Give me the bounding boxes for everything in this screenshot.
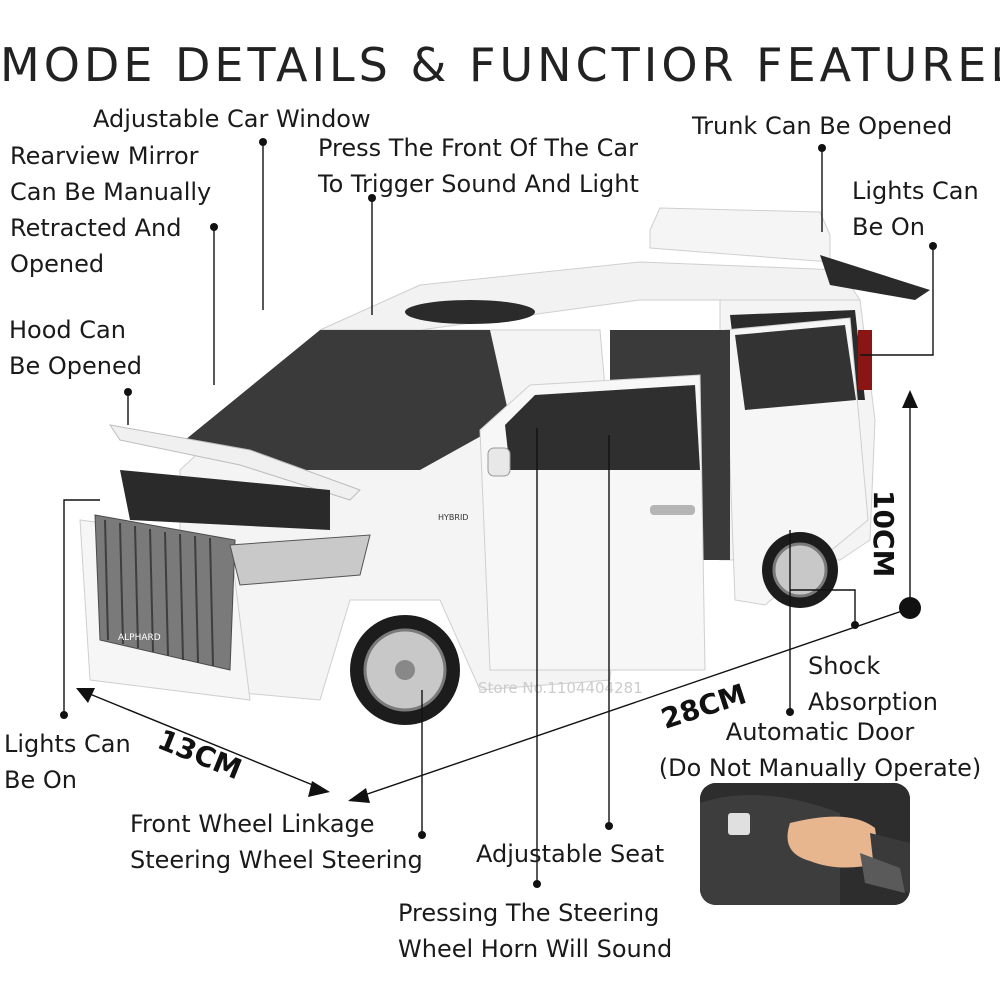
label-mirror-line: Opened <box>10 250 105 278</box>
line-shock <box>790 589 856 625</box>
label-horn-line: Wheel Horn Will Sound <box>398 935 673 963</box>
grille-badge: ALPHARD <box>118 633 161 643</box>
label-horn: Pressing The Steering Wheel Horn Will So… <box>398 895 672 967</box>
callout-dots <box>60 138 937 888</box>
door-handle <box>650 505 695 515</box>
dim-line-length <box>349 609 906 801</box>
label-shock-line: Absorption <box>808 688 938 716</box>
windshield <box>185 330 510 470</box>
front-door-window <box>505 385 700 470</box>
hand-icon <box>787 816 880 868</box>
label-window-text: Adjustable Car Window <box>93 105 371 133</box>
label-trunk-text: Trunk Can Be Opened <box>692 112 953 140</box>
tail-light <box>858 330 872 390</box>
sliding-door-window <box>735 325 856 410</box>
label-front-lights-line: Lights Can <box>4 730 131 758</box>
label-rear-lights-line: Be On <box>852 213 925 241</box>
label-rear-lights-line: Lights Can <box>852 177 979 205</box>
callout-lines <box>63 142 934 884</box>
label-mirror-line: Retracted And <box>10 214 182 242</box>
line-rear-lights <box>860 246 934 356</box>
label-rear-lights: Lights Can Be On <box>852 173 979 245</box>
label-front-wheel: Front Wheel Linkage Steering Wheel Steer… <box>130 806 423 878</box>
label-shock-line: Shock <box>808 652 881 680</box>
label-front-press: Press The Front Of The Car To Trigger So… <box>318 130 639 202</box>
label-hood-line: Hood Can <box>9 316 126 344</box>
rear-wheel-rim <box>772 542 828 598</box>
dim-line-width <box>79 689 326 791</box>
label-front-lights-line: Be On <box>4 766 77 794</box>
label-front-wheel-line: Front Wheel Linkage <box>130 810 375 838</box>
label-trunk: Trunk Can Be Opened <box>692 108 952 144</box>
label-window: Adjustable Car Window <box>93 101 371 137</box>
engine-bay <box>120 470 330 530</box>
inset-illustration <box>700 783 910 905</box>
label-shock: Shock Absorption <box>808 648 938 720</box>
dimension-height: 10CM <box>867 490 900 578</box>
label-hood-line: Be Opened <box>9 352 142 380</box>
grille <box>94 514 236 671</box>
page-title: MODE DETAILS & FUNCTIOR FEATURED <box>0 38 1000 92</box>
label-front-wheel-line: Steering Wheel Steering <box>130 846 423 874</box>
dim-arrowheads <box>76 390 918 803</box>
trunk-lid <box>649 207 831 263</box>
inset-door-button-photo <box>700 783 910 905</box>
label-hood: Hood Can Be Opened <box>9 312 142 384</box>
side-badge: HYBRID <box>438 513 468 522</box>
label-front-press-line: To Trigger Sound And Light <box>318 170 639 198</box>
grille-bars <box>104 519 214 667</box>
label-auto-door-line: Automatic Door <box>725 718 915 746</box>
label-seat: Adjustable Seat <box>476 836 664 872</box>
sunroof <box>405 300 535 324</box>
label-mirror-line: Rearview Mirror <box>10 142 199 170</box>
headlight <box>229 534 371 586</box>
label-auto-door-line: (Do Not Manually Operate) <box>658 754 982 782</box>
watermark: Store No.1104404281 <box>478 679 643 697</box>
trunk-lid-inner <box>820 255 930 300</box>
label-mirror-line: Can Be Manually <box>10 178 212 206</box>
front-wheel-hub <box>395 660 415 680</box>
label-front-lights: Lights Can Be On <box>4 726 131 798</box>
side-mirror <box>487 447 511 477</box>
label-mirror: Rearview Mirror Can Be Manually Retracte… <box>10 138 211 282</box>
label-front-press-line: Press The Front Of The Car <box>318 134 638 162</box>
hood <box>108 424 361 501</box>
line-front-lights <box>63 499 100 715</box>
label-auto-door: Automatic Door (Do Not Manually Operate) <box>642 714 998 786</box>
label-seat-text: Adjustable Seat <box>476 840 665 868</box>
label-horn-line: Pressing The Steering <box>398 899 660 927</box>
